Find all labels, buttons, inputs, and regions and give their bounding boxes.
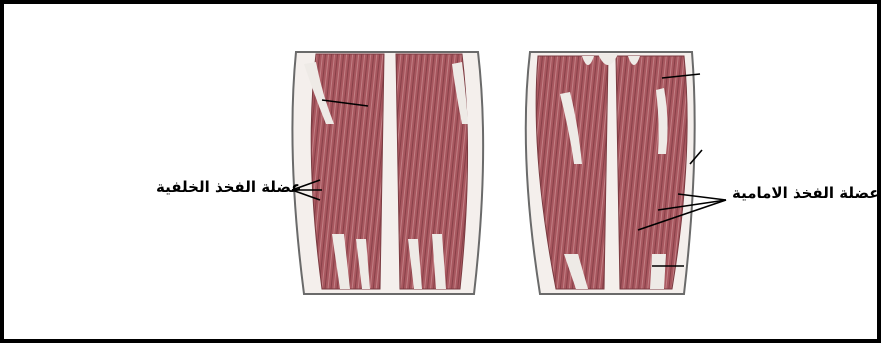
thigh-muscles-illustration	[4, 4, 877, 339]
anterior-thigh-view	[526, 52, 702, 294]
posterior-thigh-muscle-label: عضلة الفخذ الخلفية	[156, 178, 301, 196]
posterior-thigh-view	[292, 52, 483, 294]
anterior-right-thigh-muscle	[616, 56, 687, 289]
anterior-thigh-muscle-label: عضلة الفخذ الامامية	[732, 184, 879, 202]
